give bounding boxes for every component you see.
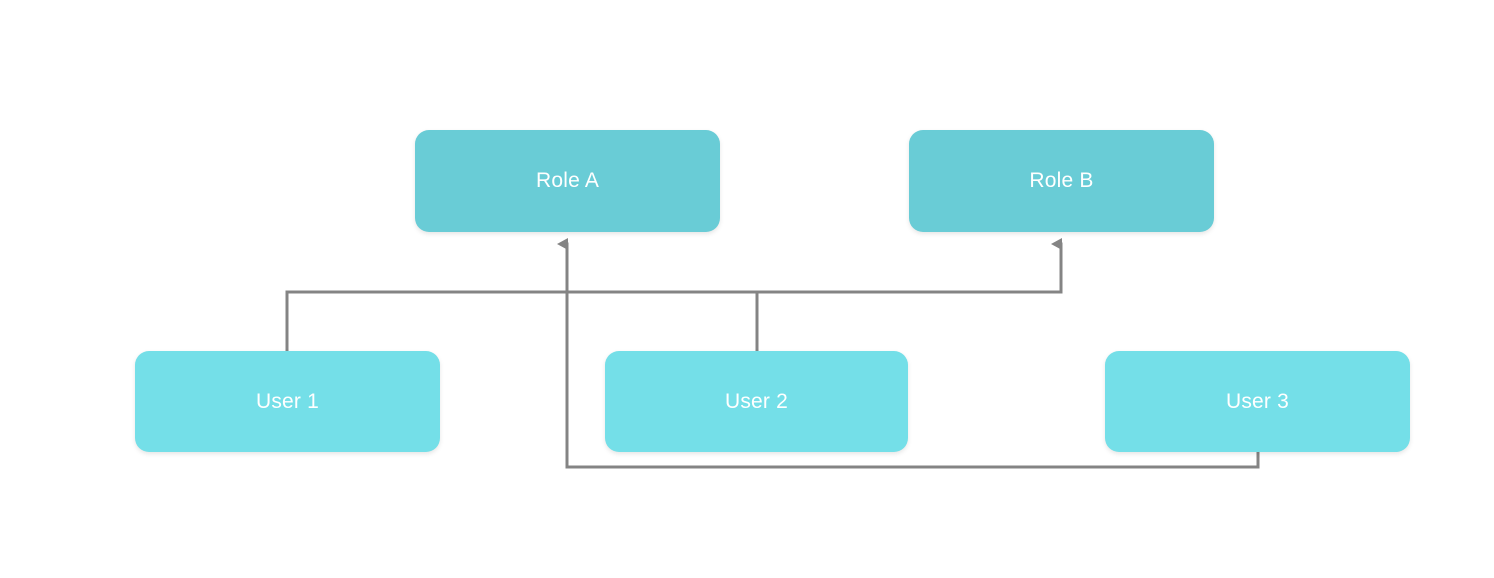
role-node-role-a[interactable]: Role A bbox=[415, 130, 720, 232]
user-node-user-1[interactable]: User 1 bbox=[135, 351, 440, 452]
user-node-label: User 1 bbox=[255, 389, 320, 413]
user-node-user-2[interactable]: User 2 bbox=[605, 351, 908, 452]
user-node-label: User 3 bbox=[1225, 389, 1290, 413]
role-node-label: Role B bbox=[1029, 169, 1094, 192]
user-node-label: User 2 bbox=[724, 389, 789, 413]
edge-user1-roleb bbox=[285, 238, 1063, 353]
role-node-role-b[interactable]: Role B bbox=[909, 130, 1214, 232]
user-node-user-3[interactable]: User 3 bbox=[1105, 351, 1410, 452]
role-node-label: Role A bbox=[535, 169, 600, 192]
